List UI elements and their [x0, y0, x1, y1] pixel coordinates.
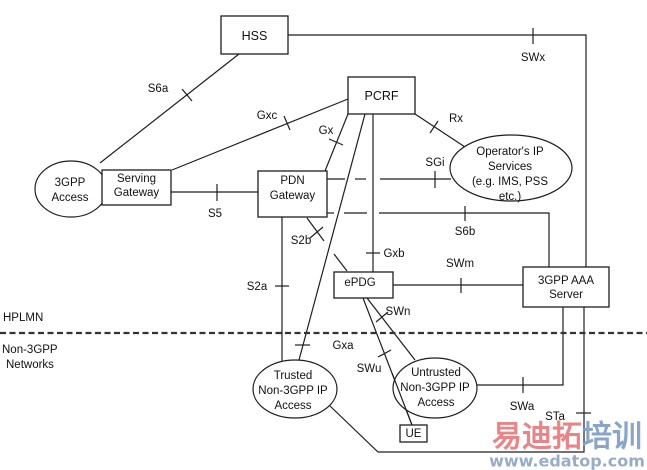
node-hss: HSS — [220, 15, 289, 55]
node-trusted-non-3gpp-access: Trusted Non-3GPP IP Access — [252, 359, 338, 419]
label-sta: STa — [545, 411, 565, 423]
node-aaa-server: 3GPP AAA Server — [522, 266, 610, 308]
label-gxa: Gxa — [332, 340, 354, 352]
region-labels: HPLMN Non-3GPP Networks — [2, 312, 58, 371]
node-ue: UE — [399, 424, 428, 443]
node-aaa-server-line1: 3GPP AAA — [538, 275, 594, 287]
node-operator-ip-services-line2: Services — [488, 161, 532, 173]
interface-ticks — [181, 28, 591, 414]
tick-rx — [429, 120, 439, 134]
node-pdn-gateway-line1: PDN — [280, 175, 304, 187]
label-swm: SWm — [446, 258, 474, 270]
tick-s6a — [181, 88, 193, 102]
watermark-cn-blue: 培训 — [582, 420, 642, 455]
node-3gpp-access-line2: Access — [51, 192, 88, 204]
link-swa — [477, 307, 564, 386]
node-operator-ip-services-line3: (e.g. IMS, PSS — [472, 176, 548, 188]
region-non-3gpp-label-line2: Networks — [6, 359, 54, 371]
node-epdg: ePDG — [333, 271, 394, 299]
node-aaa-server-line2: Server — [549, 289, 583, 301]
node-3gpp-access: 3GPP Access — [34, 160, 108, 218]
link-s6b — [327, 212, 550, 267]
region-non-3gpp-label-line1: Non-3GPP — [2, 344, 58, 356]
node-pcrf: PCRF — [347, 76, 416, 115]
label-swn: SWn — [386, 306, 411, 318]
node-trusted-line3: Access — [274, 400, 311, 412]
label-swx: SWx — [521, 52, 546, 64]
link-gxc — [171, 98, 349, 171]
link-s2b — [306, 217, 348, 272]
link-gxa — [298, 113, 366, 361]
label-gxb: Gxb — [383, 248, 404, 260]
label-s5: S5 — [208, 208, 222, 220]
link-swu-overlay — [391, 372, 413, 426]
label-swa: SWa — [510, 401, 535, 413]
node-serving-gateway-line2: Gateway — [114, 187, 160, 199]
label-s2b: S2b — [291, 235, 311, 247]
link-sta — [329, 307, 585, 453]
node-untrusted-line3: Access — [417, 397, 454, 409]
link-swx — [288, 34, 587, 267]
tick-s2b — [309, 226, 324, 239]
tick-gx — [328, 138, 344, 146]
region-hplmn-label: HPLMN — [3, 312, 43, 324]
node-operator-ip-services: Operator's IP Services (e.g. IMS, PSS et… — [449, 134, 573, 203]
node-untrusted-line1: Untrusted — [411, 367, 461, 379]
node-serving-gateway-line1: Serving — [117, 173, 156, 185]
node-pdn-gateway-line2: Gateway — [270, 190, 316, 202]
node-untrusted-line2: Non-3GPP IP — [400, 382, 470, 394]
link-swn — [366, 297, 416, 361]
label-gxc: Gxc — [257, 110, 278, 122]
label-rx: Rx — [449, 113, 463, 125]
node-ue-label: UE — [406, 428, 422, 440]
node-untrusted-non-3gpp-access: Untrusted Non-3GPP IP Access — [392, 357, 478, 419]
label-swu: SWu — [357, 363, 382, 375]
watermark-url: www.edatop.com — [489, 452, 645, 470]
label-s6b: S6b — [455, 226, 475, 238]
tick-swn — [375, 311, 389, 323]
node-serving-gateway: Serving Gateway — [101, 169, 172, 206]
label-sgi: SGi — [425, 157, 444, 169]
node-pdn-gateway: PDN Gateway — [257, 170, 328, 218]
node-trusted-line1: Trusted — [274, 370, 313, 382]
label-gx: Gx — [319, 125, 334, 137]
label-s6a: S6a — [148, 83, 169, 95]
node-operator-ip-services-line4: etc.) — [499, 191, 522, 203]
tick-swu — [377, 349, 392, 358]
node-epdg-label: ePDG — [344, 277, 375, 289]
label-s2a: S2a — [247, 281, 268, 293]
link-s6a — [99, 53, 240, 164]
node-trusted-line2: Non-3GPP IP — [258, 385, 328, 397]
node-3gpp-access-line1: 3GPP — [55, 177, 86, 189]
links — [99, 34, 587, 453]
node-pcrf-label: PCRF — [364, 89, 398, 103]
node-hss-label: HSS — [242, 29, 268, 43]
interface-labels: S6a SWx Gxc Gx Rx SGi S5 S6b S2b Gxb SWm… — [148, 52, 566, 423]
watermark: 易迪拓 培训 www.edatop.com — [489, 420, 645, 470]
node-operator-ip-services-line1: Operator's IP — [476, 146, 544, 158]
watermark-cn-red: 易迪拓 — [492, 420, 582, 455]
link-rx — [414, 113, 466, 148]
tick-gxc — [283, 115, 291, 131]
